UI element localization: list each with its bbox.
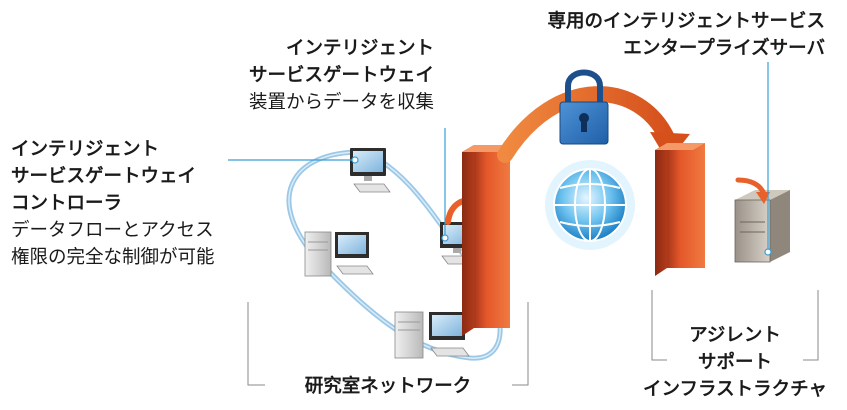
server-title-line: 専用のインテリジェントサービス (547, 11, 825, 32)
lab-network-text: 研究室ネットワーク (304, 376, 472, 397)
lab-network-label: 研究室ネットワーク (268, 373, 508, 400)
controller-title-line: インテリジェント (11, 139, 160, 160)
gateway-title-line: サービスゲートウェイ (248, 65, 434, 86)
arc-arrow-icon (497, 86, 676, 163)
workstation-icon (350, 148, 391, 193)
firewall-icon (462, 145, 510, 336)
callout-lines (228, 62, 772, 256)
gateway-desc-line: 装置からデータを収集 (248, 92, 434, 113)
controller-label: インテリジェント サービスゲートウェイ コントローラ データフローとアクセス 権… (11, 136, 215, 271)
padlock-icon (559, 69, 609, 145)
bracket-lines (247, 290, 819, 386)
enterprise-server-icon (734, 190, 790, 263)
workstation-tower-icon (304, 231, 374, 277)
controller-title-line: サービスゲートウェイ (11, 166, 197, 187)
support-title-line: インフラストラクチャ (643, 379, 827, 400)
controller-desc-line: 権限の完全な制御が可能 (11, 247, 215, 268)
controller-desc-line: データフローとアクセス (11, 220, 214, 241)
globe-icon (545, 160, 635, 250)
support-title-line: アジレント (689, 325, 781, 346)
gateway-title-line: インテリジェント (285, 38, 434, 59)
gateway-label: インテリジェント サービスゲートウェイ 装置からデータを収集 (198, 35, 434, 116)
support-title-line: サポート (697, 352, 772, 373)
controller-title-line: コントローラ (11, 193, 123, 214)
firewall-icon (655, 143, 705, 276)
server-label: 専用のインテリジェントサービス エンタープライズサーバ (525, 8, 825, 62)
server-title-line: エンタープライズサーバ (623, 38, 825, 59)
support-infrastructure-label: アジレント サポート インフラストラクチャ (626, 322, 844, 403)
workstation-tower-icon (394, 311, 470, 359)
arrow-icon (735, 177, 767, 197)
